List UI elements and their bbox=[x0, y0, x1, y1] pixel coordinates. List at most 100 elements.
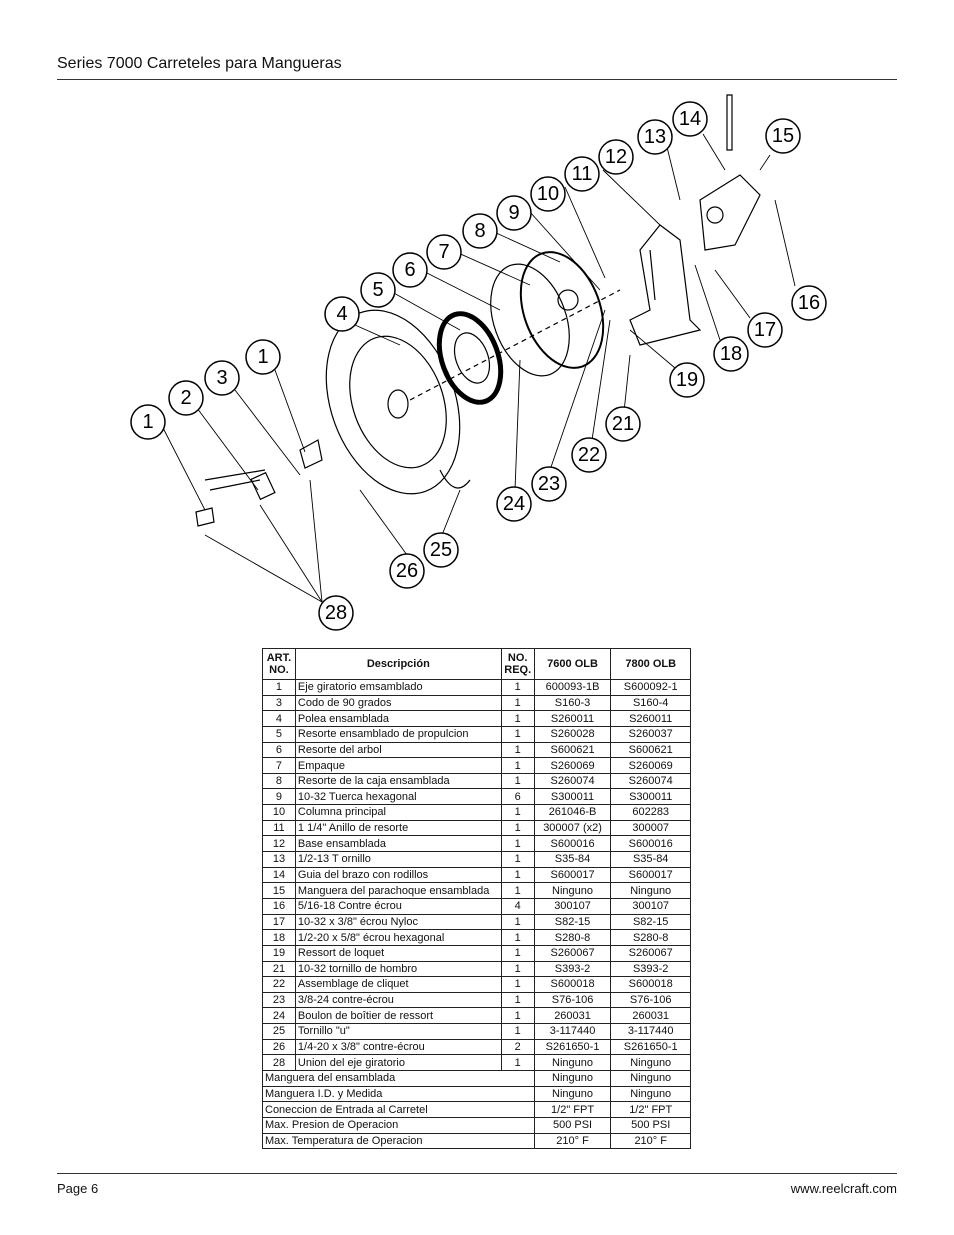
callout-18: 18 bbox=[713, 336, 749, 372]
website-link[interactable]: www.reelcraft.com bbox=[790, 1181, 897, 1196]
spec-7600: Ninguno bbox=[533, 1085, 612, 1103]
part-7600: S600018 bbox=[533, 976, 612, 993]
part-7800: 300007 bbox=[610, 819, 691, 837]
svg-text:5: 5 bbox=[372, 279, 383, 301]
item-number: 15 bbox=[262, 882, 296, 899]
callout-22: 22 bbox=[571, 437, 607, 473]
item-description: 1/2-20 x 5/8" écrou hexagonal bbox=[294, 929, 502, 946]
part-7600: Ninguno bbox=[533, 1054, 612, 1072]
callout-25: 25 bbox=[423, 532, 459, 568]
callout-14: 14 bbox=[672, 101, 708, 137]
part-7800: S260074 bbox=[610, 772, 691, 790]
part-7800: S280-8 bbox=[610, 929, 691, 946]
part-7800: Ninguno bbox=[610, 882, 691, 899]
svg-text:28: 28 bbox=[325, 602, 347, 624]
item-quantity: 1 bbox=[500, 991, 535, 1009]
item-number: 4 bbox=[262, 710, 296, 727]
item-quantity: 1 bbox=[500, 819, 535, 837]
callout-5: 5 bbox=[360, 272, 396, 308]
gasket bbox=[490, 263, 570, 377]
callout-7: 7 bbox=[426, 234, 462, 270]
part-7600: S260011 bbox=[533, 710, 612, 727]
item-number: 14 bbox=[262, 866, 296, 884]
item-quantity: 1 bbox=[500, 866, 535, 884]
item-number: 19 bbox=[262, 944, 296, 962]
svg-text:23: 23 bbox=[538, 473, 560, 495]
item-quantity: 1 bbox=[500, 835, 535, 853]
item-description: Eje giratorio emsamblado bbox=[294, 679, 502, 696]
part-7800: S160-4 bbox=[610, 694, 691, 712]
svg-text:7: 7 bbox=[438, 241, 449, 263]
arm-guide bbox=[699, 174, 761, 251]
callout-6: 6 bbox=[392, 252, 428, 288]
svg-text:19: 19 bbox=[676, 369, 698, 391]
part-7800: S300011 bbox=[610, 788, 691, 806]
header-divider bbox=[57, 79, 897, 80]
part-7800: S76-106 bbox=[610, 991, 691, 1009]
item-number: 17 bbox=[262, 913, 296, 931]
item-quantity: 2 bbox=[500, 1038, 535, 1056]
item-number: 7 bbox=[262, 757, 296, 774]
svg-text:11: 11 bbox=[572, 163, 593, 185]
item-number: 1 bbox=[262, 679, 296, 696]
part-7600: 3-117440 bbox=[533, 1023, 612, 1040]
item-quantity: 1 bbox=[500, 944, 535, 962]
item-number: 18 bbox=[262, 929, 296, 946]
item-number: 3 bbox=[262, 694, 296, 712]
item-description: 10-32 tornillo de hombro bbox=[294, 960, 502, 978]
part-7800: 3-117440 bbox=[610, 1023, 691, 1040]
part-7600: S600017 bbox=[533, 866, 612, 884]
part-7800: S600016 bbox=[610, 835, 691, 853]
part-7600: S82-15 bbox=[533, 913, 612, 931]
item-description: Ressort de loquet bbox=[294, 944, 502, 962]
part-7800: 260031 bbox=[610, 1007, 691, 1025]
spec-label: Manguera I.D. y Medida bbox=[262, 1085, 535, 1103]
item-description: 3/8-24 contre-écrou bbox=[294, 991, 502, 1009]
item-quantity: 1 bbox=[500, 725, 535, 743]
part-7600: 261046-B bbox=[533, 804, 612, 821]
item-number: 21 bbox=[262, 960, 296, 978]
callout-19: 19 bbox=[669, 362, 705, 398]
item-description: Assemblage de cliquet bbox=[294, 976, 502, 993]
part-7800: S600018 bbox=[610, 976, 691, 993]
item-quantity: 1 bbox=[500, 694, 535, 712]
part-7600: 300007 (x2) bbox=[533, 819, 612, 837]
parts-table: ART. NO. Descripción NO. REQ. 7600 OLB 7… bbox=[262, 648, 691, 1150]
part-7600: S300011 bbox=[533, 788, 612, 806]
item-description: 10-32 Tuerca hexagonal bbox=[294, 788, 502, 806]
svg-text:8: 8 bbox=[474, 220, 485, 242]
svg-text:14: 14 bbox=[679, 108, 701, 130]
col-header-description: Descripción bbox=[294, 648, 502, 680]
spec-7800: Ninguno bbox=[610, 1070, 691, 1087]
part-7600: S280-8 bbox=[533, 929, 612, 946]
svg-text:6: 6 bbox=[404, 259, 415, 281]
item-description: 1/4-20 x 3/8" contre-écrou bbox=[294, 1038, 502, 1056]
svg-text:16: 16 bbox=[798, 292, 820, 314]
part-7600: S260028 bbox=[533, 725, 612, 743]
svg-text:15: 15 bbox=[772, 125, 794, 147]
spec-7600: 1/2" FPT bbox=[533, 1101, 612, 1118]
part-7800: S260067 bbox=[610, 944, 691, 962]
part-7600: S76-106 bbox=[533, 991, 612, 1009]
part-7600: S260069 bbox=[533, 757, 612, 774]
item-quantity: 1 bbox=[500, 960, 535, 978]
svg-text:18: 18 bbox=[720, 343, 742, 365]
callout-16: 16 bbox=[791, 285, 827, 321]
callout-23: 23 bbox=[531, 466, 567, 502]
spec-label: Max. Temperatura de Operacion bbox=[262, 1132, 535, 1150]
